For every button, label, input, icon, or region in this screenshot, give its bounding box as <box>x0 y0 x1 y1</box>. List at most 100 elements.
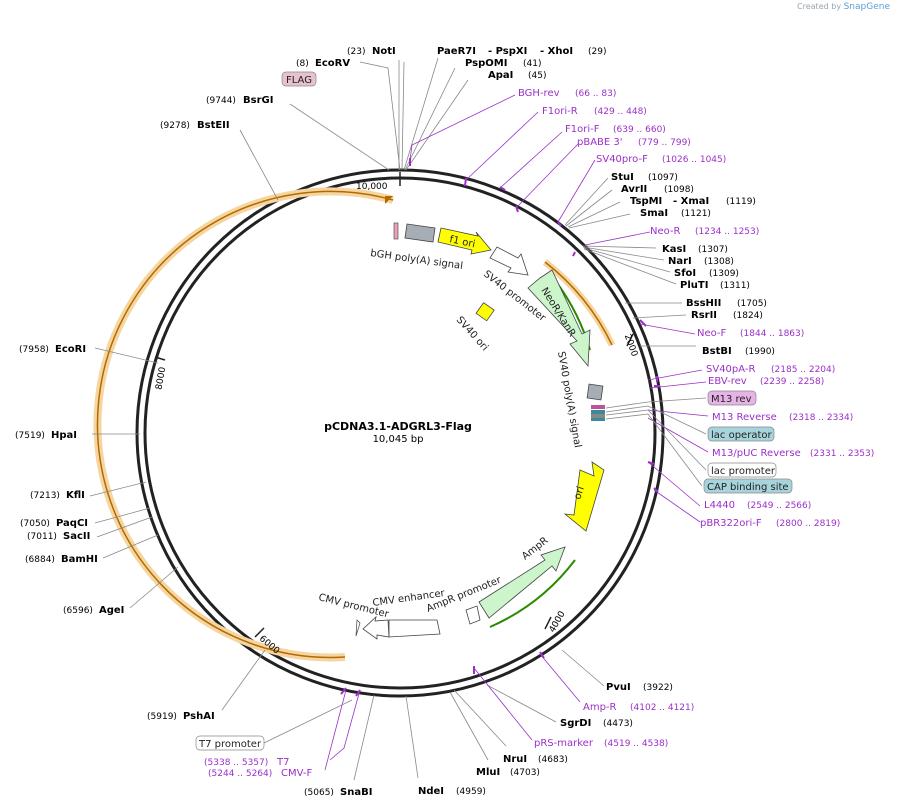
enzyme-noti: NotI <box>372 46 396 57</box>
enzyme-agei: AgeI <box>99 605 124 616</box>
feature-neor-kanr <box>527 269 591 368</box>
enzyme-sacii: SacII <box>63 531 90 542</box>
feature-ori-label: ori <box>572 485 586 501</box>
orf-arc-insert-core <box>96 190 394 659</box>
enzyme-kasi-pos: (1307) <box>698 245 728 255</box>
primer-f1ori-r-pos: (429 .. 448) <box>594 107 647 117</box>
enzyme-kfli-pos: (7213) <box>30 491 60 501</box>
enzyme-nari: NarI <box>668 256 692 267</box>
enzyme-ecorv-pos: (8) <box>296 59 309 69</box>
orf-arc-neo-core <box>544 261 613 346</box>
enzyme-apai: ApaI <box>488 70 513 81</box>
enzyme-kfli: KflI <box>66 490 85 501</box>
primer-f1ori-r: F1ori-R <box>542 106 578 117</box>
enzyme-xhoi-pos: (29) <box>588 47 606 57</box>
primer-neo-f-pos: (1844 .. 1863) <box>740 329 804 339</box>
feature-f1-ori <box>437 227 492 255</box>
snapgene-credit: Created by SnapGene <box>797 2 890 12</box>
enzyme-paqci: PaqCI <box>56 518 88 529</box>
feature-lac-promoter <box>591 414 605 418</box>
enzyme-bamhi-pos: (6884) <box>25 555 55 565</box>
enzyme-sfoi: SfoI <box>674 268 696 279</box>
enzyme-xhoi: - XhoI <box>540 46 573 57</box>
primer-f1ori-f-pos: (639 .. 660) <box>613 125 666 135</box>
enzyme-smai: SmaI <box>640 208 668 219</box>
enzyme-avrii: AvrII <box>621 184 647 195</box>
primer-prs-marker-pos: (4519 .. 4538) <box>604 739 668 749</box>
enzyme-pshai-pos: (5919) <box>147 712 177 722</box>
enzyme-paer7i: PaeR7I <box>437 46 476 57</box>
primer-bgh-rev: BGH-rev <box>518 88 560 99</box>
feature-bgh-polya <box>404 223 436 243</box>
enzyme-ndei-pos: (4959) <box>456 787 486 797</box>
lac-promoter-box <box>707 462 777 478</box>
feature-sv40-ori-label: SV40 ori <box>454 315 490 354</box>
primer-pbabe3: pBABE 3' <box>577 137 623 148</box>
m13-rev-box <box>707 390 757 406</box>
enzyme-ecorv: EcoRV <box>315 58 350 69</box>
tick-label-10000: 10,000 <box>356 182 388 192</box>
feature-flag <box>393 222 399 240</box>
enzyme-ndei: NdeI <box>418 786 444 797</box>
feature-cmv-enhancer <box>388 619 441 638</box>
enzyme-pvui-pos: (3922) <box>643 683 673 693</box>
orf-arc-arrowhead <box>385 196 393 204</box>
credit-brand: SnapGene <box>843 2 890 12</box>
primer-m13-puc-reverse: M13/pUC Reverse <box>712 448 801 459</box>
t7-promoter-leader <box>263 699 353 744</box>
primer-cmv-f-pos: (5244 .. 5264) <box>208 769 272 779</box>
enzyme-pshai: PshAI <box>183 711 215 722</box>
primer-f1ori-f: F1ori-F <box>565 124 600 135</box>
enzyme-tspmi: TspMI <box>630 196 662 207</box>
cap-binding-box <box>703 478 793 494</box>
feature-cmv-promoter <box>362 615 390 640</box>
primer-neo-r-pos: (1234 .. 1253) <box>695 227 759 237</box>
primer-sv40pa-r-pos: (2185 .. 2204) <box>771 365 835 375</box>
enzyme-kasi: KasI <box>662 244 686 255</box>
feature-m13-rev <box>591 405 605 409</box>
enzyme-sacii-pos: (7011) <box>27 532 57 542</box>
enzyme-ecori-pos: (7958) <box>19 345 49 355</box>
enzyme-apai-pos: (45) <box>528 71 546 81</box>
feature-t7-promoter-marker <box>355 619 361 637</box>
enzyme-sgrdi: SgrDI <box>560 718 591 729</box>
enzyme-xmai: - XmaI <box>673 196 709 207</box>
feature-ampr-promoter <box>465 605 481 625</box>
feature-ori <box>563 461 605 532</box>
primer-t7: T7 <box>276 757 289 768</box>
tick-label-8000: 8000 <box>154 366 168 391</box>
enzyme-smai-pos: (1121) <box>681 209 711 219</box>
m13-rev-box-label: M13 rev <box>711 394 752 405</box>
lac-leader-lines <box>605 397 707 487</box>
primer-sv40pro-f-pos: (1026 .. 1045) <box>662 155 726 165</box>
enzyme-bsteii: BstEII <box>197 120 230 131</box>
enzyme-agei-pos: (6596) <box>63 606 93 616</box>
primer-amp-r-pos: (4102 .. 4121) <box>630 703 694 713</box>
enzyme-avrii-pos: (1098) <box>664 185 694 195</box>
t7-promoter-box-label: T7 promoter <box>198 739 262 750</box>
enzyme-bsrgi: BsrGI <box>243 95 273 106</box>
plasmid-size: 10,045 bp <box>373 434 424 445</box>
enzyme-pspomi-pos: (41) <box>523 59 541 69</box>
enzyme-bstbi-pos: (1990) <box>745 347 775 357</box>
enzyme-snabi-pos: (5065) <box>304 788 334 798</box>
primer-sv40pa-r: SV40pA-R <box>706 364 755 375</box>
enzyme-snabi: SnaBI <box>340 787 372 798</box>
plasmid-name: pCDNA3.1-ADGRL3-Flag <box>324 420 472 433</box>
primer-l4440: L4440 <box>704 500 735 511</box>
feature-sv40-polya-label: SV40 poly(A) signal <box>555 351 583 449</box>
enzyme-bsshii: BssHII <box>686 298 721 309</box>
enzyme-xmai-pos: (1119) <box>726 197 756 207</box>
enzyme-stui: StuI <box>611 172 634 183</box>
primer-neo-f: Neo-F <box>697 328 727 339</box>
lac-operator-box-label: lac operator <box>711 430 772 441</box>
enzyme-pspomi: PspOMI <box>465 58 507 69</box>
feature-sv40-ori <box>475 302 495 322</box>
green-arc-amp <box>489 559 576 628</box>
lac-promoter-box-label: lac promoter <box>711 466 776 477</box>
feature-sv40-promoter <box>489 246 529 276</box>
feature-ampr <box>478 546 566 619</box>
primer-pbr322ori-f: pBR322ori-F <box>700 518 762 529</box>
primer-m13-reverse-pos: (2318 .. 2334) <box>789 413 853 423</box>
